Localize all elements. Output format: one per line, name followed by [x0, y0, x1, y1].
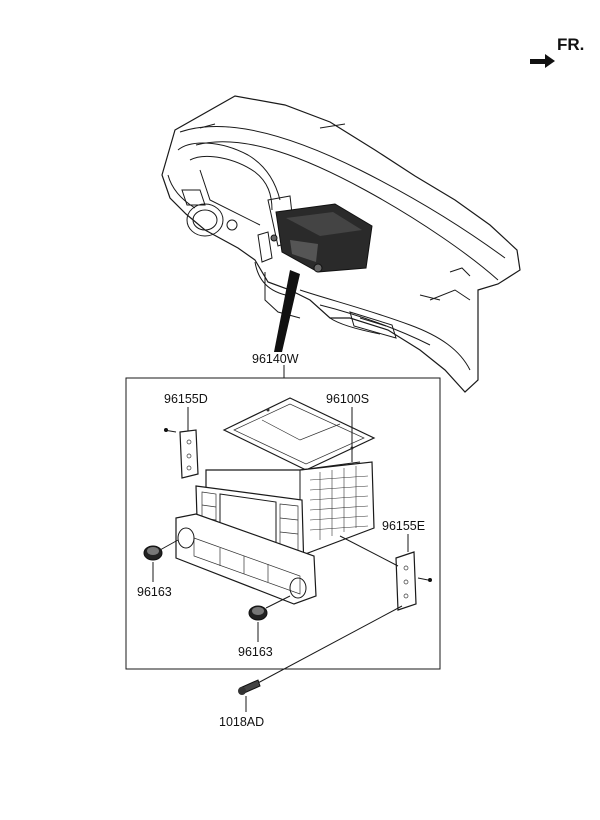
assembly-part-number: 96140W — [252, 352, 299, 366]
assembly-frame — [125, 377, 441, 670]
head-unit-part-number: 96100S — [326, 392, 369, 406]
left-bracket-screw-icon — [163, 428, 177, 433]
right-knob-icon — [248, 605, 268, 621]
right-bracket-screw-icon — [417, 577, 432, 582]
control-panel-fascia — [175, 513, 317, 605]
left-knob-icon — [143, 545, 163, 561]
front-direction-arrow-icon — [530, 54, 555, 68]
right-bracket — [395, 551, 417, 611]
dashboard-illustration — [161, 95, 521, 393]
front-direction-label: FR. — [557, 35, 584, 54]
head-unit-cover — [222, 397, 376, 471]
left-knob-part-number: 96163 — [137, 585, 172, 599]
screw-part-number: 1018AD — [219, 715, 264, 729]
left-bracket — [179, 429, 199, 479]
right-knob-part-number: 96163 — [238, 645, 273, 659]
left-bracket-part-number: 96155D — [164, 392, 208, 406]
screw-icon — [238, 679, 261, 695]
right-bracket-part-number: 96155E — [382, 519, 425, 533]
